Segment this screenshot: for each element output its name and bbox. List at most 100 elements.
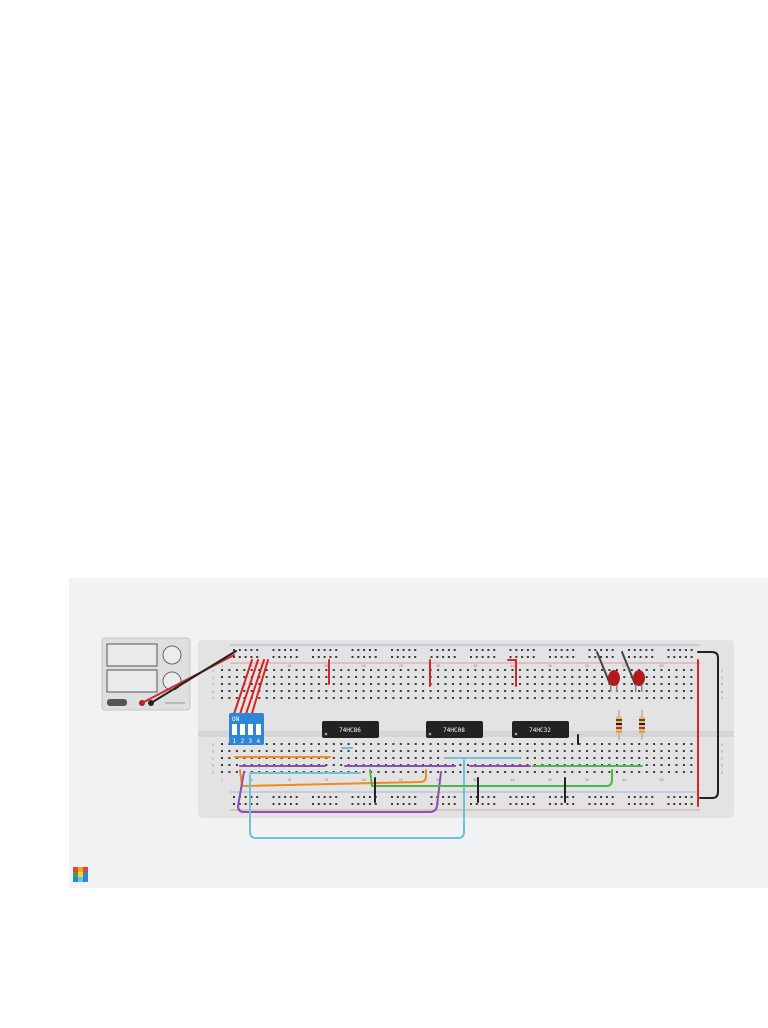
breadboard-hole[interactable] bbox=[489, 697, 492, 699]
rail-hole[interactable] bbox=[453, 796, 456, 798]
rail-hole[interactable] bbox=[554, 656, 557, 658]
breadboard-hole[interactable] bbox=[526, 757, 529, 759]
breadboard-hole[interactable] bbox=[526, 750, 529, 752]
breadboard-hole[interactable] bbox=[392, 669, 395, 671]
breadboard-hole[interactable] bbox=[474, 676, 477, 678]
rail-hole[interactable] bbox=[667, 796, 670, 798]
breadboard-hole[interactable] bbox=[489, 683, 492, 685]
led-2[interactable] bbox=[633, 670, 645, 692]
breadboard-hole[interactable] bbox=[422, 771, 425, 773]
rail-hole[interactable] bbox=[532, 803, 535, 805]
breadboard-hole[interactable] bbox=[377, 676, 380, 678]
breadboard-hole[interactable] bbox=[630, 690, 633, 692]
rail-hole[interactable] bbox=[560, 803, 563, 805]
rail-hole[interactable] bbox=[487, 656, 490, 658]
breadboard-hole[interactable] bbox=[638, 771, 641, 773]
breadboard-hole[interactable] bbox=[653, 676, 656, 678]
rail-hole[interactable] bbox=[600, 803, 603, 805]
breadboard-hole[interactable] bbox=[496, 743, 499, 745]
breadboard-hole[interactable] bbox=[325, 676, 328, 678]
rail-hole[interactable] bbox=[521, 649, 524, 651]
rail-hole[interactable] bbox=[515, 656, 518, 658]
rail-hole[interactable] bbox=[374, 649, 377, 651]
breadboard-hole[interactable] bbox=[474, 669, 477, 671]
breadboard-hole[interactable] bbox=[660, 771, 663, 773]
breadboard-hole[interactable] bbox=[459, 743, 462, 745]
rail-hole[interactable] bbox=[335, 656, 338, 658]
breadboard-hole[interactable] bbox=[623, 669, 626, 671]
rail-hole[interactable] bbox=[430, 656, 433, 658]
breadboard-hole[interactable] bbox=[541, 771, 544, 773]
breadboard-hole[interactable] bbox=[556, 743, 559, 745]
rail-hole[interactable] bbox=[493, 656, 496, 658]
breadboard-hole[interactable] bbox=[377, 697, 380, 699]
breadboard-hole[interactable] bbox=[340, 750, 343, 752]
breadboard-hole[interactable] bbox=[682, 750, 685, 752]
breadboard-hole[interactable] bbox=[332, 743, 335, 745]
breadboard-hole[interactable] bbox=[459, 697, 462, 699]
breadboard-hole[interactable] bbox=[250, 750, 253, 752]
rail-hole[interactable] bbox=[572, 656, 575, 658]
breadboard-hole[interactable] bbox=[444, 771, 447, 773]
breadboard-hole[interactable] bbox=[653, 690, 656, 692]
breadboard-hole[interactable] bbox=[653, 757, 656, 759]
rail-hole[interactable] bbox=[374, 656, 377, 658]
breadboard-hole[interactable] bbox=[414, 683, 417, 685]
breadboard-hole[interactable] bbox=[533, 690, 536, 692]
rail-hole[interactable] bbox=[351, 649, 354, 651]
breadboard-hole[interactable] bbox=[377, 771, 380, 773]
breadboard-hole[interactable] bbox=[228, 669, 231, 671]
rail-hole[interactable] bbox=[605, 649, 608, 651]
breadboard-hole[interactable] bbox=[399, 676, 402, 678]
breadboard-hole[interactable] bbox=[653, 683, 656, 685]
rail-hole[interactable] bbox=[284, 796, 287, 798]
rail-hole[interactable] bbox=[244, 656, 247, 658]
breadboard-hole[interactable] bbox=[310, 697, 313, 699]
breadboard-hole[interactable] bbox=[459, 750, 462, 752]
breadboard-hole[interactable] bbox=[504, 676, 507, 678]
breadboard-hole[interactable] bbox=[265, 676, 268, 678]
breadboard-hole[interactable] bbox=[347, 743, 350, 745]
breadboard-hole[interactable] bbox=[243, 669, 246, 671]
breadboard-hole[interactable] bbox=[221, 676, 223, 678]
rail-hole[interactable] bbox=[295, 796, 298, 798]
rail-hole[interactable] bbox=[312, 796, 314, 798]
breadboard-hole[interactable] bbox=[302, 697, 305, 699]
breadboard-hole[interactable] bbox=[615, 669, 618, 671]
breadboard-hole[interactable] bbox=[586, 743, 588, 745]
rail-hole[interactable] bbox=[679, 649, 682, 651]
rail-hole[interactable] bbox=[667, 803, 670, 805]
breadboard-hole[interactable] bbox=[407, 676, 410, 678]
rail-hole[interactable] bbox=[549, 649, 551, 651]
breadboard-hole[interactable] bbox=[541, 683, 544, 685]
breadboard-hole[interactable] bbox=[496, 676, 499, 678]
rail-hole[interactable] bbox=[667, 649, 670, 651]
breadboard-hole[interactable] bbox=[250, 690, 253, 692]
breadboard-hole[interactable] bbox=[332, 669, 335, 671]
rail-hole[interactable] bbox=[329, 803, 332, 805]
breadboard-hole[interactable] bbox=[548, 690, 551, 692]
breadboard-hole[interactable] bbox=[228, 676, 231, 678]
breadboard-hole[interactable] bbox=[660, 697, 663, 699]
breadboard-hole[interactable] bbox=[347, 683, 350, 685]
wires[interactable] bbox=[141, 650, 719, 839]
breadboard-hole[interactable] bbox=[429, 697, 432, 699]
rail-hole[interactable] bbox=[278, 803, 281, 805]
chip-74hc86[interactable]: 74HC86 bbox=[322, 721, 379, 738]
breadboard-hole[interactable] bbox=[288, 743, 291, 745]
chip-74hc32[interactable]: 74HC32 bbox=[512, 721, 569, 738]
breadboard-hole[interactable] bbox=[682, 764, 685, 766]
breadboard-hole[interactable] bbox=[452, 690, 454, 692]
breadboard-hole[interactable] bbox=[571, 683, 574, 685]
rail-hole[interactable] bbox=[594, 656, 597, 658]
breadboard-hole[interactable] bbox=[556, 750, 559, 752]
breadboard-hole[interactable] bbox=[563, 690, 566, 692]
breadboard-hole[interactable] bbox=[340, 757, 343, 759]
breadboard-hole[interactable] bbox=[302, 690, 305, 692]
breadboard-hole[interactable] bbox=[578, 683, 581, 685]
breadboard-hole[interactable] bbox=[474, 690, 477, 692]
rail-hole[interactable] bbox=[633, 656, 636, 658]
rail-hole[interactable] bbox=[594, 803, 597, 805]
rail-hole[interactable] bbox=[521, 796, 524, 798]
rail-hole[interactable] bbox=[526, 796, 529, 798]
